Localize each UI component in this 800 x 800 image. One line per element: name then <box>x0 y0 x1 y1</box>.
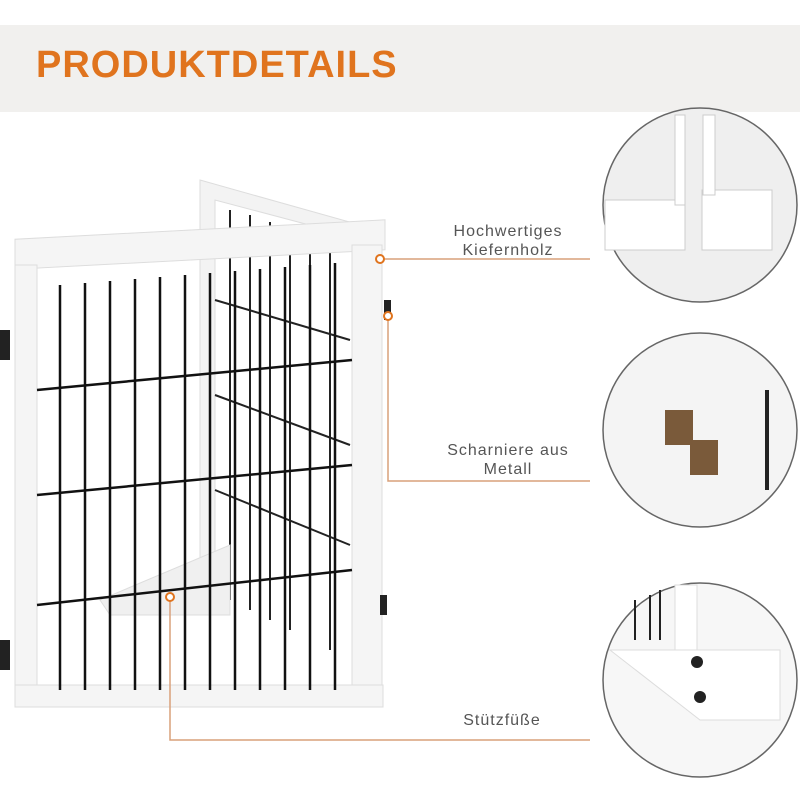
page-title: PRODUKTDETAILS <box>36 44 398 86</box>
callout-line: Stützfüße <box>463 712 541 729</box>
detail-feet <box>602 582 798 778</box>
callout-line: Kiefernholz <box>462 242 554 259</box>
support-foot <box>99 544 231 616</box>
detail-wood <box>602 107 798 303</box>
header-banner <box>0 25 800 112</box>
callout-wood: Hochwertiges Kiefernholz <box>408 222 608 260</box>
callout-line: Scharniere aus <box>447 442 569 459</box>
callout-lines <box>165 254 590 741</box>
hinge-icon <box>380 595 387 615</box>
hinge-icon <box>0 330 10 360</box>
callout-line: Hochwertiges <box>453 223 563 240</box>
callout-line: Metall <box>483 461 533 478</box>
gate-front-panel <box>0 219 391 708</box>
callout-feet: Stützfüße <box>402 711 602 730</box>
detail-hinge <box>602 332 798 528</box>
callout-hinges: Scharniere aus Metall <box>408 441 608 479</box>
hinge-icon <box>384 300 391 320</box>
hinge-icon <box>0 640 10 670</box>
